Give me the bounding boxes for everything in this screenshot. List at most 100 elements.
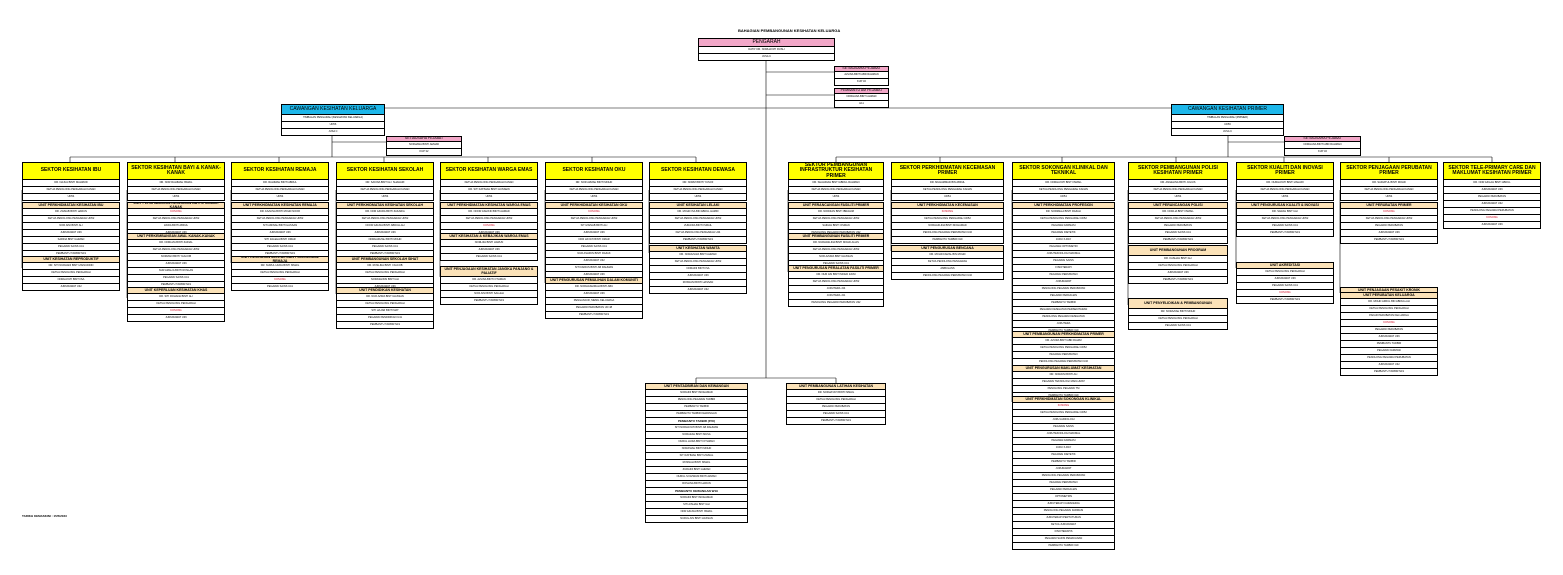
org-unit-line: PEGAWAI PERUBATAN [1129,223,1227,230]
org-unit-line: DR. NURUL HUDA BINTI ISMAIL [232,263,328,270]
org-unit-title: UNIT PERKHIDMATAN KESIHATAN IBU [23,203,119,209]
org-unit-line: JURURAWAT U32 [1444,201,1540,208]
org-unit-line: JURURAWAT U36 [546,291,642,298]
org-unit-line: PEGAWAI SAINS U41 [823,262,849,265]
org-unit-line: UD56 [1172,122,1283,129]
org-group-title: PEMBANTU TADBIR (P/O) [646,418,747,425]
org-unit-title: UNIT PERANCANGAN POLISI [1129,203,1227,209]
org-unit-line: JURURAWAT U32 [546,258,642,265]
org-unit-line: KETUA PENOLONG PENGARAH [1237,269,1333,276]
org-unit-title: UNIT PENGURUSAN PEMULIHAN DALAM KOMUNITI [546,278,642,284]
org-unit-line: PENOLONG PEGAWAI FARMASI [1013,508,1114,515]
org-group-line: SITI AISHAH BINTI ALI [646,502,747,509]
org-unit-line: PEGAWAI PERUBATAN UD 48 [546,305,642,312]
org-unit-line: KETUA PENOLONG PENGARAH KANAN [650,187,746,194]
org-unit-title: UNIT PERKHIDMATAN KESIHATAN BAYI & KANAK… [128,203,224,209]
org-unit-line: JURURAWAT U32 [687,288,709,291]
org-unit-line: DR. SAIDATUL BINTI MOHD [1341,180,1437,187]
org-unit-line: PEMBANTU TADBIR N19 [1163,238,1193,241]
org-group-line: NURUL AIN BINTI HASSAN [680,517,713,520]
org-unit-line: SAIDAH BINTI OSMAN [789,223,883,230]
org-unit-line: PENOLONG PEGAWAI TADBIR [646,397,747,404]
org-unit-line: PEMBANTU TADBIR N19 [370,252,400,255]
org-unit-line: NORASHIKIN BINTI ALI [337,277,433,284]
org-unit-line: PEMBANTU TADBIR N19 [1013,328,1114,334]
org-unit-line: PEGAWAI FARMASI [1013,223,1114,230]
org-unit-line: UD54 [944,195,951,198]
org-group-line: ZURAINI BINTI AHMAD [646,467,747,474]
org-unit-line: PENOLONG PEGAWAI KESIHATAN [1013,314,1114,321]
org-unit-line: JURURAWAT U32 [60,285,82,288]
org-unit-line: JURURAWAT U36 [1129,270,1227,277]
org-group-line: ROSLINA BINTI HARUN [646,481,747,488]
org-unit-line: PENOLONG PEGAWAI TM [1013,386,1114,393]
org-unit-line: JURUTERA J44 [789,286,883,293]
org-unit-line: DR. ANGELINA BINTI JULIUS [1129,180,1227,187]
org-unit-line: DR. RAHIMAH BINTI ABDUL [232,180,328,187]
org-unit-line: KETUA PENOLONG PENGARAH [787,397,885,404]
org-unit-line: PEGAWAI SAINS U41 [476,255,502,258]
org-unit-title: UNIT PERKHIDMATAN KECEMASAN [892,203,1003,209]
org-unit-line: KETUA PENOLONG PENGARAH KANAN [232,187,328,194]
org-unit-line: UD54 [694,195,702,198]
org-unit-line: DR. SHAHIDAH BINTI ABDUL RAHMAN [789,180,883,187]
page-title: BAHAGIAN PEMBANGUNAN KESIHATAN KELUARGA [738,28,841,33]
org-unit-line: DR. NORHAYATI BINTI ISMAIL [1013,180,1114,187]
org-unit-line: AMBULANS [892,266,1003,273]
org-unit-title: UNIT PENYELIDIKAN & PEMBANGUNAN [1129,299,1227,309]
org-unit-line: KUP 32 [419,150,429,153]
org-unit-line: JURU AUDIOLOGI [1013,417,1114,424]
org-unit-line: PEMBANTU TADBIR N19 [1163,278,1193,281]
org-unit-line: JURURAWAT U36 [650,273,746,280]
org-unit-line: PENOLONG PEGAWAI PERUBATAN U32 [892,230,1003,237]
org-unit-line: DR. FAZLINA BINTI MOHD NOOR [232,209,328,216]
org-unit-line: NOR AZURA BINTI HASSAN [789,254,883,261]
org-unit-line: DR. NUR AZIRA BINTI HASSAN [337,294,433,301]
org-unit-line: NORAINI BINTI MOHAMAD [646,390,747,397]
org-unit-line: PEMBANTU TADBIR N19 [932,238,963,241]
org-unit-line: PENOLONG PEGAWAI PERUBATAN U32 [789,230,883,236]
org-unit-line: JURURAWAT U32 [1341,362,1437,369]
org-unit-line: PEMBANTU TADBIR N19 [161,283,191,286]
org-unit-line: KETUA PENOLONG PENGARAH KANAN [128,187,224,194]
org-unit-line: PENOLONG PEGAWAI PERUBATAN [1013,286,1114,293]
org-unit-line: NUR AMALIA BINTI ROSLAN [128,268,224,275]
org-unit-line: UD56 [282,122,384,129]
org-unit-line: KETUA PENOLONG PENGARAH UD52 [128,247,224,254]
org-unit-title: UNIT PEMBANGUNAN SEKOLAH SIHAT [337,257,433,263]
org-unit-line: PEGAWAI PERUBATAN [1013,352,1114,359]
org-unit-line: JURURAWAT U36 [128,261,224,268]
org-unit-line: NORIZAN BINTI YAACOB [128,254,224,261]
org-unit-line: DR. NORHASHIMAH BINTI ABU [546,284,642,291]
org-unit-u-remaja2: UNIT KESIHATAN MENTAL DAN PSIKOSOSIAL RE… [231,256,329,291]
org-unit-line: PEGAWAI PERUBATAN [1444,194,1540,201]
org-unit-line: PEMBANTU TADBIR N19 [1048,544,1079,547]
org-unit-line: DR. MOHD FAIZAL BIN MOHD [892,252,1003,259]
org-unit-line: NORAINI BINTI ISA [650,266,746,273]
org-unit-line: SITI ZAINAB BINTI ALI [546,223,642,230]
org-unit-title: UNIT KESIHATAN WANITA [650,246,746,252]
org-unit-line: NORLIZA BINTI HARUN [441,240,537,247]
org-unit-title: SEKTOR PEMBANGUNAN INFRASTRUKTUR KESIHAT… [789,163,883,180]
org-unit-line: KETUA PENOLONG PENGARAH UD52 [441,216,537,223]
org-unit-line: PEMBANTU TADBIR N19 [474,299,504,302]
org-unit-line: JURURAWAT U36 [546,230,642,237]
org-group-line: NORAINI BINTI MOHAMAD [646,495,747,502]
org-unit-line: SITI FAIRUS BINTI AB RAHMAN [546,265,642,272]
org-unit-line: PEGAWAI SAINS U41 [337,244,433,251]
org-unit-line: PEGAWAI PERGIGIAN [1013,487,1114,494]
org-unit-line: PENGANJUR, MEMIL KELUARGA [546,298,642,305]
org-unit-line: ZAIDA BINTI ABDUL [128,223,224,230]
